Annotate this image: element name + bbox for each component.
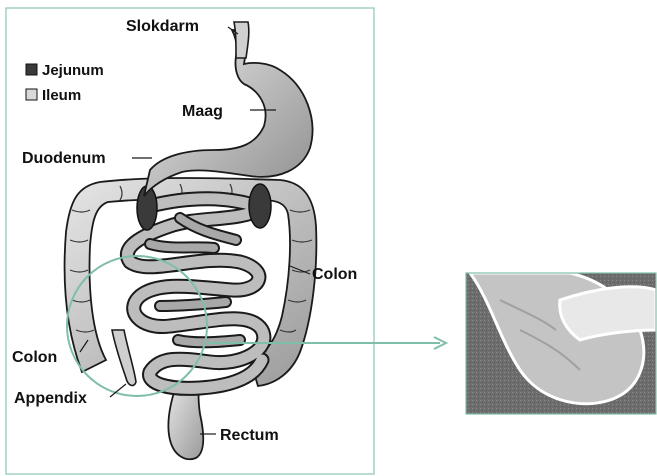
label-appendix: Appendix xyxy=(14,390,87,407)
legend: Jejunum Ileum xyxy=(26,62,104,104)
right-dark-fold xyxy=(249,184,271,228)
esophagus-shape xyxy=(234,22,249,58)
label-stomach: Maag xyxy=(182,103,223,120)
label-esophagus: Slokdarm xyxy=(126,18,199,35)
label-rectum: Rectum xyxy=(220,427,279,444)
label-colon-left: Colon xyxy=(12,349,57,366)
legend-label-ileum: Ileum xyxy=(42,87,81,104)
label-duodenum: Duodenum xyxy=(22,150,106,167)
inset-detail-image xyxy=(466,273,656,414)
stomach-shape xyxy=(144,30,312,196)
legend-label-jejunum: Jejunum xyxy=(42,62,104,79)
legend-swatch-ileum xyxy=(26,89,37,100)
legend-swatch-jejunum xyxy=(26,64,37,75)
label-colon-right: Colon xyxy=(312,266,357,283)
appendix-shape xyxy=(112,330,136,385)
